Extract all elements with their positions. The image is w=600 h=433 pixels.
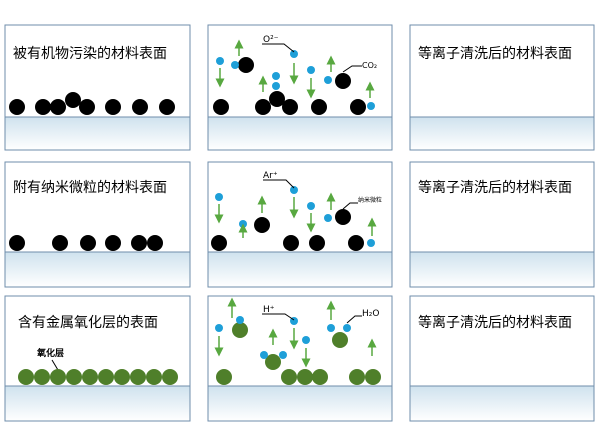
panel-r2-right: 等离子清洗后的材料表面 xyxy=(409,161,595,288)
motion-arrows xyxy=(214,297,377,368)
particles xyxy=(211,209,364,251)
oxygen-ions xyxy=(216,50,375,110)
motion-arrows xyxy=(215,39,375,99)
product-label: 纳米微粒 xyxy=(358,196,382,204)
nanoparticles xyxy=(9,235,163,251)
panel-r1-right: 等离子清洗后的材料表面 xyxy=(409,24,595,151)
panel-r1-left: 被有机物污染的材料表面 xyxy=(4,24,191,151)
panel-r3-right: 等离子清洗后的材料表面 xyxy=(409,295,595,422)
panel-label: 被有机物污染的材料表面 xyxy=(13,46,167,62)
panel-r3-left: 含有金属氧化层的表面 氧化层 xyxy=(4,295,191,422)
particles xyxy=(213,57,366,115)
panel-r2-left: 附有纳米微粒的材料表面 xyxy=(4,161,191,288)
panel-label: 等离子清洗后的材料表面 xyxy=(418,179,572,196)
ion-leader-line xyxy=(262,313,295,321)
ion-label: Ar⁺ xyxy=(263,171,278,181)
panel-r2-middle: Ar⁺ 纳米微粒 xyxy=(207,161,393,288)
oxide-leader-line xyxy=(51,359,59,371)
contaminant-particles xyxy=(9,92,175,115)
product-leader-line xyxy=(342,65,362,73)
oxide-particles xyxy=(18,369,178,385)
product-leader-line xyxy=(346,315,362,324)
panel-label: 等离子清洗后的材料表面 xyxy=(418,314,572,331)
ion-label: O²⁻ xyxy=(263,35,279,45)
panel-r1-middle: O²⁻ CO₂ xyxy=(207,24,393,151)
motion-arrows xyxy=(214,192,377,238)
product-leader-line xyxy=(342,202,358,210)
panel-label: 附有纳米微粒的材料表面 xyxy=(13,180,167,196)
product-label: H₂O xyxy=(362,309,379,319)
ion-label: H⁺ xyxy=(263,305,275,315)
particles xyxy=(216,322,381,385)
hydrogen-ions xyxy=(215,316,351,359)
panel-label: 含有金属氧化层的表面 xyxy=(18,315,158,331)
panel-label: 等离子清洗后的材料表面 xyxy=(418,45,572,62)
oxide-layer-label: 氧化层 xyxy=(36,347,64,359)
panel-r3-middle: H⁺ H₂O xyxy=(207,295,393,422)
ion-leader-line xyxy=(262,43,295,53)
ion-leader-line xyxy=(263,179,295,189)
product-label: CO₂ xyxy=(362,61,377,70)
